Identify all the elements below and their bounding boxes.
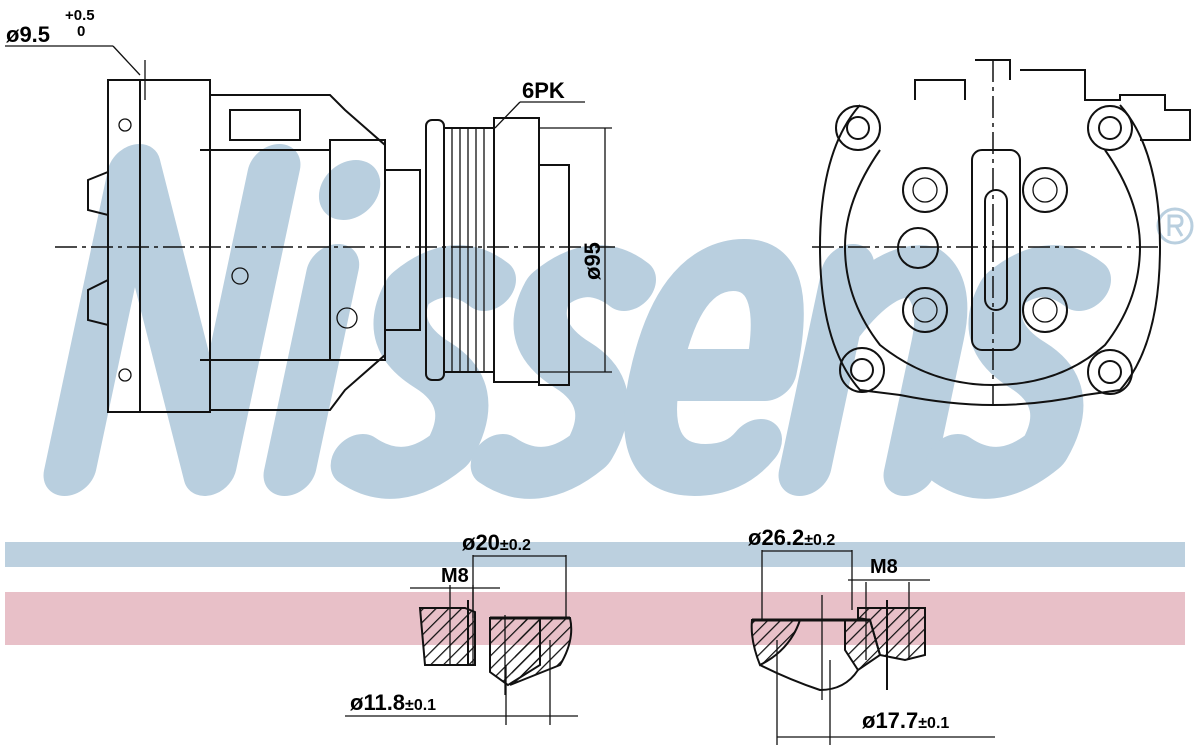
right-inner-diameter: ø17.7±0.1: [862, 708, 949, 733]
fitting-right-section: [750, 550, 995, 745]
right-inner-diameter-value: ø17.7: [862, 708, 918, 733]
left-inner-diameter-value: ø11.8: [350, 690, 405, 715]
right-outer-tolerance: ±0.2: [804, 532, 835, 549]
compressor-side-view: [5, 45, 615, 413]
nissens-watermark-logo: [43, 144, 1112, 499]
port-diameter-label: ø9.5: [6, 22, 50, 47]
compressor-rear-view: [812, 59, 1191, 410]
right-inner-tolerance: ±0.1: [918, 715, 949, 732]
left-thread-label: M8: [441, 565, 469, 587]
left-inner-diameter: ø11.8±0.1: [350, 690, 436, 715]
left-outer-diameter: ø20±0.2: [462, 530, 531, 555]
right-outer-diameter-value: ø26.2: [748, 525, 804, 550]
fitting-left-section: [345, 555, 578, 725]
blue-band: [5, 542, 1185, 567]
port-tolerance-upper: +0.5: [65, 7, 95, 24]
right-thread-label: M8: [870, 556, 898, 578]
left-inner-tolerance: ±0.1: [405, 697, 436, 714]
right-outer-diameter: ø26.2±0.2: [748, 525, 835, 550]
left-outer-diameter-value: ø20: [462, 530, 500, 555]
pink-band: [5, 592, 1185, 645]
pulley-groove-label: 6PK: [522, 78, 565, 103]
left-outer-tolerance: ±0.2: [500, 537, 531, 554]
pulley-diameter-label: ø95: [580, 242, 605, 280]
port-tolerance-lower: 0: [77, 23, 85, 40]
registered-mark-logo: [1156, 207, 1194, 245]
